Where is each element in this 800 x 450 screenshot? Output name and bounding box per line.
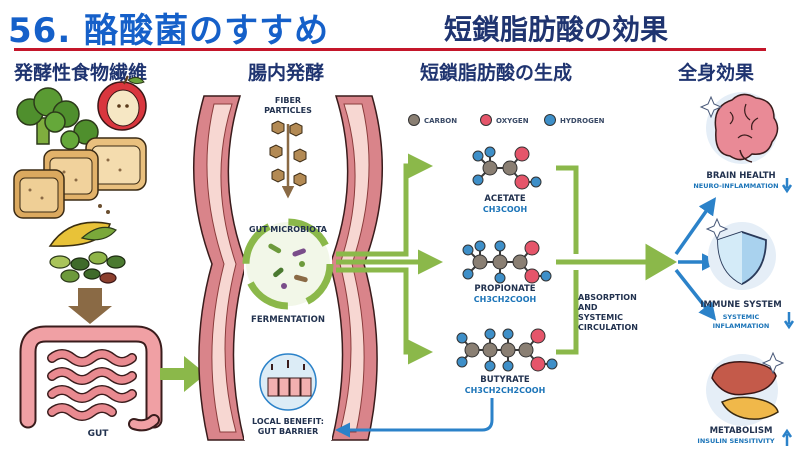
absorption-line1: ABSORPTION [578, 293, 637, 302]
down-arrow-icon [781, 178, 793, 194]
microbiota-label: GUT MICROBIOTA [249, 225, 328, 234]
food-to-gut-arrow [68, 288, 112, 324]
absorption-line3: SYSTEMIC [578, 313, 623, 322]
fermentation-label: FERMENTATION [251, 315, 325, 325]
acetate-molecule-icon [472, 146, 542, 190]
propionate-molecule-icon [462, 240, 552, 284]
gut-barrier-icon [259, 353, 317, 411]
page-subtitle: 短鎖脂肪酸の効果 [444, 13, 669, 46]
immune-system-label: IMMUNE SYSTEM [700, 300, 781, 310]
scfa-branch-arrows [336, 153, 443, 365]
microbiota-cycle [242, 218, 334, 310]
acetate-formula: CH3COOH [483, 205, 527, 214]
absorption-line2: AND [578, 303, 598, 312]
butyrate-name: BUTYRATE [480, 375, 530, 385]
shield-icon [705, 217, 776, 290]
insulin-sensitivity-label: INSULIN SENSITIVITY [697, 437, 774, 445]
broccoli-icon [16, 87, 99, 150]
fiber-label-line2: PARTICLES [264, 106, 312, 115]
intestine-icon [19, 325, 163, 432]
inflammation-label: INFLAMMATION [713, 322, 770, 330]
local-benefit-line1: LOCAL BENEFIT: [252, 417, 324, 426]
butyrate-molecule-icon [456, 328, 558, 372]
gut-label: GUT [88, 429, 110, 439]
gut-to-wall-arrow [160, 356, 206, 392]
beans-icon [48, 221, 126, 284]
local-benefit-return-arrow [335, 398, 494, 438]
legend-oxygen: OXYGEN [496, 117, 529, 125]
brain-icon [699, 92, 779, 164]
stage-heading-fermentation: 腸内発酵 [248, 62, 325, 84]
local-benefit-line2: GUT BARRIER [258, 427, 319, 436]
absorption-line4: CIRCULATION [578, 323, 638, 332]
apple-icon [97, 75, 147, 131]
legend-hydrogen: HYDROGEN [560, 117, 605, 125]
stage-heading-fiber: 発酵性食物繊維 [14, 62, 148, 84]
up-arrow-icon [781, 428, 793, 446]
stage-heading-scfa: 短鎖脂肪酸の生成 [420, 62, 573, 84]
butyrate-formula: CH3CH2CH2COOH [465, 386, 546, 395]
propionate-name: PROPIONATE [474, 284, 535, 294]
page-title: 56. 酪酸菌のすすめ [8, 11, 330, 51]
stage-heading-effects: 全身効果 [678, 62, 755, 84]
liver-pancreas-icon [706, 351, 785, 426]
scfa-merge-arrows [556, 165, 677, 355]
systemic-label: SYSTEMIC [723, 313, 760, 321]
acetate-name: ACETATE [484, 194, 525, 204]
legend-carbon: CARBON [424, 117, 457, 125]
fiber-particles-icon [269, 120, 307, 187]
brain-health-label: BRAIN HEALTH [706, 171, 775, 181]
atom-legend [408, 114, 556, 126]
down-arrow-icon [783, 312, 795, 330]
title-underline [14, 48, 766, 51]
metabolism-label: METABOLISM [710, 426, 773, 436]
bread-icon [13, 137, 147, 219]
neuro-inflammation-label: NEURO-INFLAMMATION [693, 182, 778, 190]
propionate-formula: CH3CH2COOH [474, 295, 536, 304]
fiber-label-line1: FIBER [275, 96, 301, 105]
